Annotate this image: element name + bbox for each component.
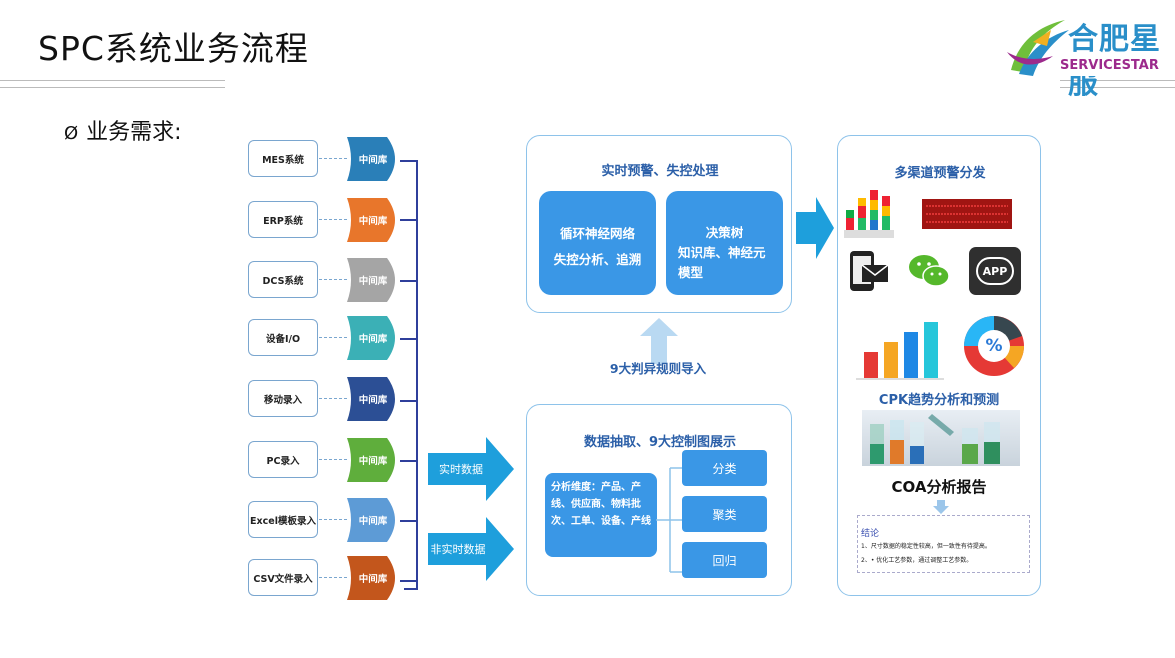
logo-text-cn: 合肥星服 xyxy=(1068,22,1161,101)
wechat-icon xyxy=(909,255,950,287)
source-dashed-connector xyxy=(319,519,347,520)
section-heading: Ø 业务需求: xyxy=(64,114,182,146)
rules-import-up-arrow xyxy=(640,318,678,364)
percent-pie-icon xyxy=(964,316,1024,376)
source-dashed-connector xyxy=(319,398,347,399)
middleware-node: 中间库 xyxy=(347,316,403,360)
source-dashed-connector xyxy=(319,459,347,460)
conclusion-line-1: 1、尺寸数据的稳定性较高，但一致性有待提高。 xyxy=(861,543,991,550)
app-label: APP xyxy=(976,257,1014,285)
source-box: 设备I/O xyxy=(248,319,318,356)
classification-box: 分类 xyxy=(682,450,767,486)
header-divider xyxy=(1060,80,1175,81)
section-heading-text: 业务需求: xyxy=(86,120,182,145)
middleware-node: 中间库 xyxy=(347,438,403,482)
header-divider xyxy=(0,87,225,88)
non-realtime-data-label: 非实时数据 xyxy=(430,543,486,556)
middleware-node: 中间库 xyxy=(347,377,403,421)
source-box: ERP系统 xyxy=(248,201,318,238)
bullet-arrow-icon: Ø xyxy=(64,123,79,144)
middleware-connector xyxy=(400,219,416,221)
conclusion-box: 结论 1、尺寸数据的稳定性较高，但一致性有待提高。 2、• 优化工艺参数，通过调… xyxy=(857,515,1030,573)
source-box: CSV文件录入 xyxy=(248,559,318,596)
source-box: DCS系统 xyxy=(248,261,318,298)
lab-test-tubes-image xyxy=(862,410,1020,466)
middleware-label: 中间库 xyxy=(358,334,388,345)
company-logo-icon xyxy=(1007,20,1069,76)
source-box: PC录入 xyxy=(248,441,318,478)
alert-dispatch-title: 多渠道预警分发 xyxy=(894,166,986,181)
non-realtime-data-arrow: 非实时数据 xyxy=(428,517,514,585)
source-dashed-connector xyxy=(319,577,347,578)
decision-tree-line2: 知识库、神经元 xyxy=(678,245,766,260)
middleware-label: 中间库 xyxy=(358,155,388,166)
middleware-node: 中间库 xyxy=(347,198,403,242)
dispatch-arrow xyxy=(796,197,834,259)
bar-chart-icon xyxy=(856,322,944,380)
dimension-branch-lines xyxy=(656,467,682,573)
coa-down-arrow xyxy=(933,500,949,514)
app-icon: APP xyxy=(969,247,1021,295)
analysis-dimension-box: 分析维度：产品、产线、供应商、物料批次、工单、设备、产线 xyxy=(545,473,657,557)
rnn-box-subtitle: 失控分析、追溯 xyxy=(553,252,642,267)
middleware-label: 中间库 xyxy=(358,216,388,227)
stack-light-icon xyxy=(844,190,894,238)
middleware-node: 中间库 xyxy=(347,498,403,542)
source-box: Excel模板录入 xyxy=(248,501,318,538)
conclusion-title: 结论 xyxy=(861,529,880,539)
source-dashed-connector xyxy=(319,158,347,159)
source-box: MES系统 xyxy=(248,140,318,177)
realtime-alert-panel: 实时预警、失控处理 循环神经网络 失控分析、追溯 决策树 知识库、神经元 模型 xyxy=(526,135,792,313)
decision-tree-title: 决策树 xyxy=(705,225,744,240)
regression-box: 回归 xyxy=(682,542,767,578)
middleware-connector xyxy=(400,338,416,340)
header-divider xyxy=(0,80,225,81)
middleware-label: 中间库 xyxy=(358,516,388,527)
percent-symbol: % xyxy=(985,336,1003,356)
sms-mail-icon xyxy=(850,251,889,291)
source-dashed-connector xyxy=(319,337,347,338)
header-divider xyxy=(1060,87,1175,88)
middleware-connector xyxy=(400,580,416,582)
source-dashed-connector xyxy=(319,219,347,220)
realtime-alert-title: 实时预警、失控处理 xyxy=(601,164,719,179)
middleware-connector xyxy=(400,520,416,522)
source-connector-bracket xyxy=(404,160,418,590)
logo-text-en: SERVICESTAR xyxy=(1060,58,1165,76)
page-title: SPC系统业务流程 xyxy=(38,29,309,68)
realtime-data-arrow: 实时数据 xyxy=(428,437,514,505)
decision-tree-box: 决策树 知识库、神经元 模型 xyxy=(666,191,783,295)
rnn-box-title: 循环神经网络 xyxy=(559,226,635,241)
middleware-connector xyxy=(400,400,416,402)
clustering-box: 聚类 xyxy=(682,496,767,532)
middleware-label: 中间库 xyxy=(358,456,388,467)
rnn-box: 循环神经网络 失控分析、追溯 xyxy=(539,191,656,295)
rules-import-label: 9大判异规则导入 xyxy=(609,361,707,376)
realtime-data-label: 实时数据 xyxy=(439,463,483,476)
middleware-label: 中间库 xyxy=(358,395,388,406)
coa-report-title: COA分析报告 xyxy=(891,478,987,496)
middleware-label: 中间库 xyxy=(358,276,388,287)
cpk-trend-title: CPK趋势分析和预测 xyxy=(878,393,1000,408)
middleware-node: 中间库 xyxy=(347,556,403,600)
decision-tree-line3: 模型 xyxy=(678,265,704,280)
middleware-connector xyxy=(400,280,416,282)
led-display-icon xyxy=(922,199,1012,229)
middleware-connector xyxy=(400,460,416,462)
conclusion-line-2: 2、• 优化工艺参数，通过调整工艺参数。 xyxy=(861,557,973,564)
source-box: 移动录入 xyxy=(248,380,318,417)
middleware-node: 中间库 xyxy=(347,258,403,302)
data-extraction-title: 数据抽取、9大控制图展示 xyxy=(583,435,737,450)
middleware-label: 中间库 xyxy=(358,574,388,585)
source-dashed-connector xyxy=(319,279,347,280)
middleware-node: 中间库 xyxy=(347,137,403,181)
